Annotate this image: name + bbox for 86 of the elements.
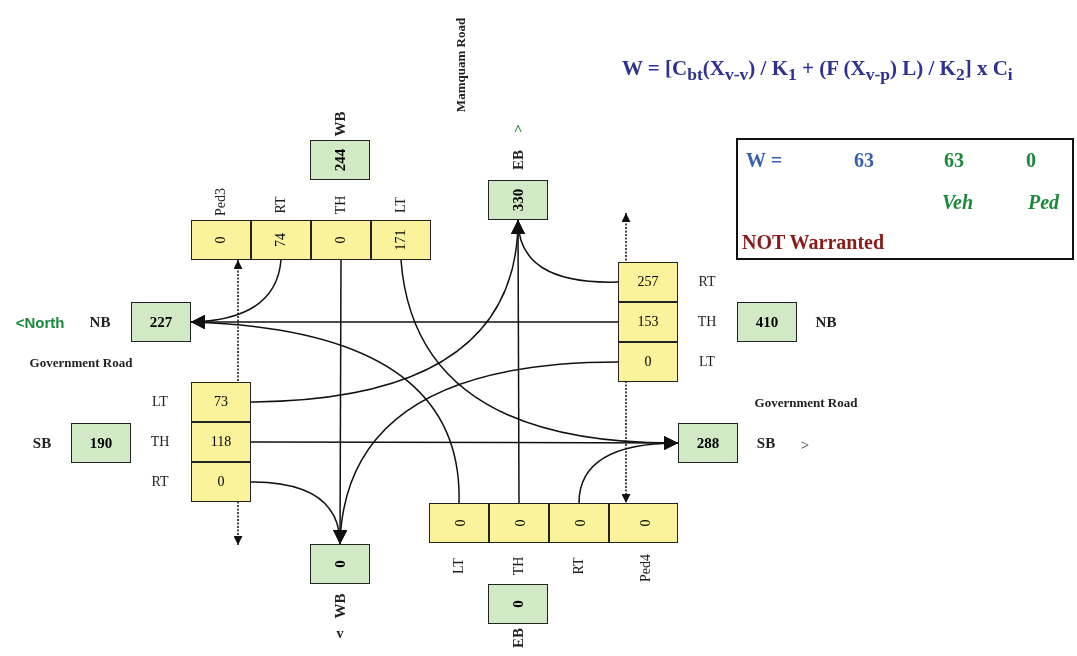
movement-cell: [609, 503, 678, 543]
movement-arrow: [250, 481, 347, 545]
north-arrow-mark: ^: [513, 122, 523, 138]
volume-box: [678, 423, 738, 463]
movement-cell: [618, 302, 678, 342]
warrant-status: NOT Warranted: [742, 232, 885, 252]
movement-label: TH: [334, 195, 348, 215]
volume-box: [488, 584, 548, 624]
volume-value: 0: [334, 236, 348, 244]
movement-label: RT: [572, 557, 586, 575]
movement-label: LT: [394, 197, 408, 213]
direction-label: NB: [815, 314, 837, 330]
formula-title: W = [C$_{bt}$(X$_{v-v}$) / K$_{1}$ + (F (X$_{v-p}$) L) / K$_{2}$] x C$_{i}$: [622, 58, 1013, 84]
movement-cell: [618, 262, 678, 302]
result-label: W =: [746, 150, 783, 170]
volume-box: [131, 302, 191, 342]
direction-label: SB: [32, 435, 52, 451]
movement-label: Ped3: [214, 188, 228, 216]
volume-value: 0: [452, 519, 466, 527]
road-name: Mamquam Road: [453, 17, 467, 113]
volume-box: [737, 302, 797, 342]
movement-cell: [191, 382, 251, 422]
movement-label: RT: [151, 475, 169, 489]
road-name: Government Road: [754, 395, 858, 409]
movement-cell: [191, 462, 251, 502]
result-value: 0: [1026, 150, 1036, 170]
movement-arrow: [511, 219, 526, 504]
direction-label: NB: [89, 314, 111, 330]
movement-label: LT: [452, 558, 466, 574]
volume-value: 410: [755, 314, 779, 330]
movement-label: RT: [698, 275, 716, 289]
movement-cell: [251, 220, 311, 260]
movement-cell: [618, 342, 678, 382]
volume-box: [310, 544, 370, 584]
movement-label: TH: [697, 315, 717, 329]
movement-cell: [429, 503, 489, 543]
column-label: Veh: [942, 192, 974, 212]
volume-value: 0: [644, 355, 652, 369]
volume-value: 171: [394, 229, 408, 251]
volume-value: 244: [332, 148, 348, 172]
north-label: <North: [15, 314, 65, 330]
movement-arrow: [190, 315, 460, 504]
volume-box: [71, 423, 131, 463]
movement-cell: [549, 503, 609, 543]
direction-label: SB: [756, 435, 776, 451]
volume-value: 74: [274, 233, 288, 247]
direction-label: WB: [332, 593, 348, 619]
volume-value: 330: [510, 188, 526, 212]
volume-value: 0: [217, 475, 225, 489]
direction-label: EB: [510, 628, 526, 648]
movement-cell: [191, 422, 251, 462]
movement-cell: [371, 220, 431, 260]
volume-value: 0: [512, 519, 526, 527]
volume-value: 153: [637, 315, 659, 329]
result-panel: [736, 138, 1074, 260]
volume-value: 118: [210, 435, 232, 449]
volume-value: 0: [510, 600, 526, 608]
movement-label: LT: [152, 395, 168, 409]
volume-value: 0: [214, 236, 228, 244]
volume-value: 73: [214, 395, 228, 409]
volume-value: 227: [149, 314, 173, 330]
column-label: Ped: [1028, 192, 1060, 212]
movement-label: Ped4: [639, 554, 653, 582]
volume-box: [310, 140, 370, 180]
volume-value: 0: [636, 519, 651, 527]
result-value: 63: [944, 150, 964, 170]
direction-mark: >: [800, 437, 810, 453]
volume-value: 257: [637, 275, 659, 289]
movement-label: LT: [699, 355, 715, 369]
volume-value: 190: [89, 435, 113, 451]
movement-label: TH: [512, 556, 526, 576]
movement-cell: [489, 503, 549, 543]
direction-mark: v: [336, 627, 344, 641]
movement-cell: [311, 220, 371, 260]
direction-label: EB: [510, 150, 526, 170]
movement-arrow: [578, 436, 679, 504]
movement-label: RT: [274, 196, 288, 214]
volume-box: [488, 180, 548, 220]
direction-label: WB: [332, 111, 348, 137]
volume-value: 0: [572, 519, 586, 527]
movement-cell: [191, 220, 251, 260]
volume-value: 0: [332, 560, 348, 568]
movement-label: TH: [150, 435, 170, 449]
result-value: 63: [854, 150, 874, 170]
road-name: Government Road: [29, 355, 133, 369]
volume-value: 288: [696, 435, 720, 451]
